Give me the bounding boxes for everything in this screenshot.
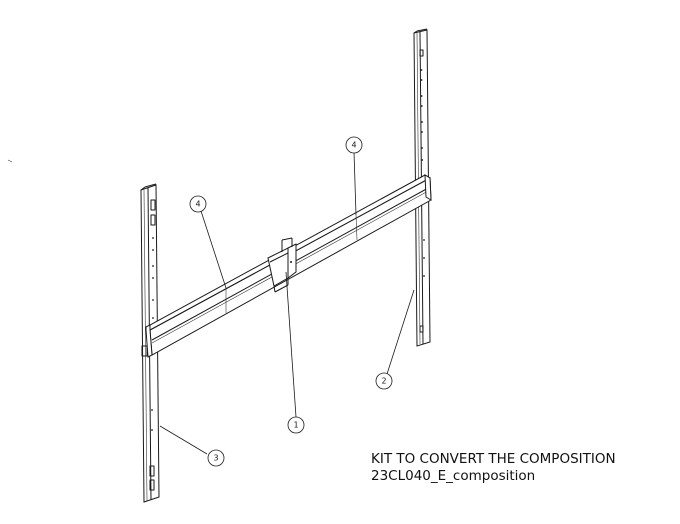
caption-title: KIT TO CONVERT THE COMPOSITION (371, 451, 616, 467)
svg-text:3: 3 (213, 454, 218, 463)
edge-tick (7, 159, 13, 163)
callout-4-right: 4 (345, 136, 363, 154)
leader-4b (353, 151, 357, 216)
leader-2 (386, 289, 415, 375)
callout-2: 2 (375, 372, 393, 390)
callout-4-left: 4 (189, 195, 207, 213)
leader-1 (285, 271, 297, 418)
svg-text:2: 2 (381, 377, 386, 386)
center-joint-bracket (267, 237, 297, 293)
svg-text:4: 4 (351, 141, 356, 150)
leader-3 (159, 425, 208, 455)
caption-code: 23CL040_E_composition (371, 468, 536, 484)
callout-3: 3 (207, 449, 225, 467)
svg-text:4: 4 (195, 200, 200, 209)
callout-1: 1 (287, 416, 305, 434)
svg-text:1: 1 (293, 421, 298, 430)
drawing-caption: KIT TO CONVERT THE COMPOSITION 23CL040_E… (371, 451, 616, 485)
leader-4a (200, 210, 227, 289)
